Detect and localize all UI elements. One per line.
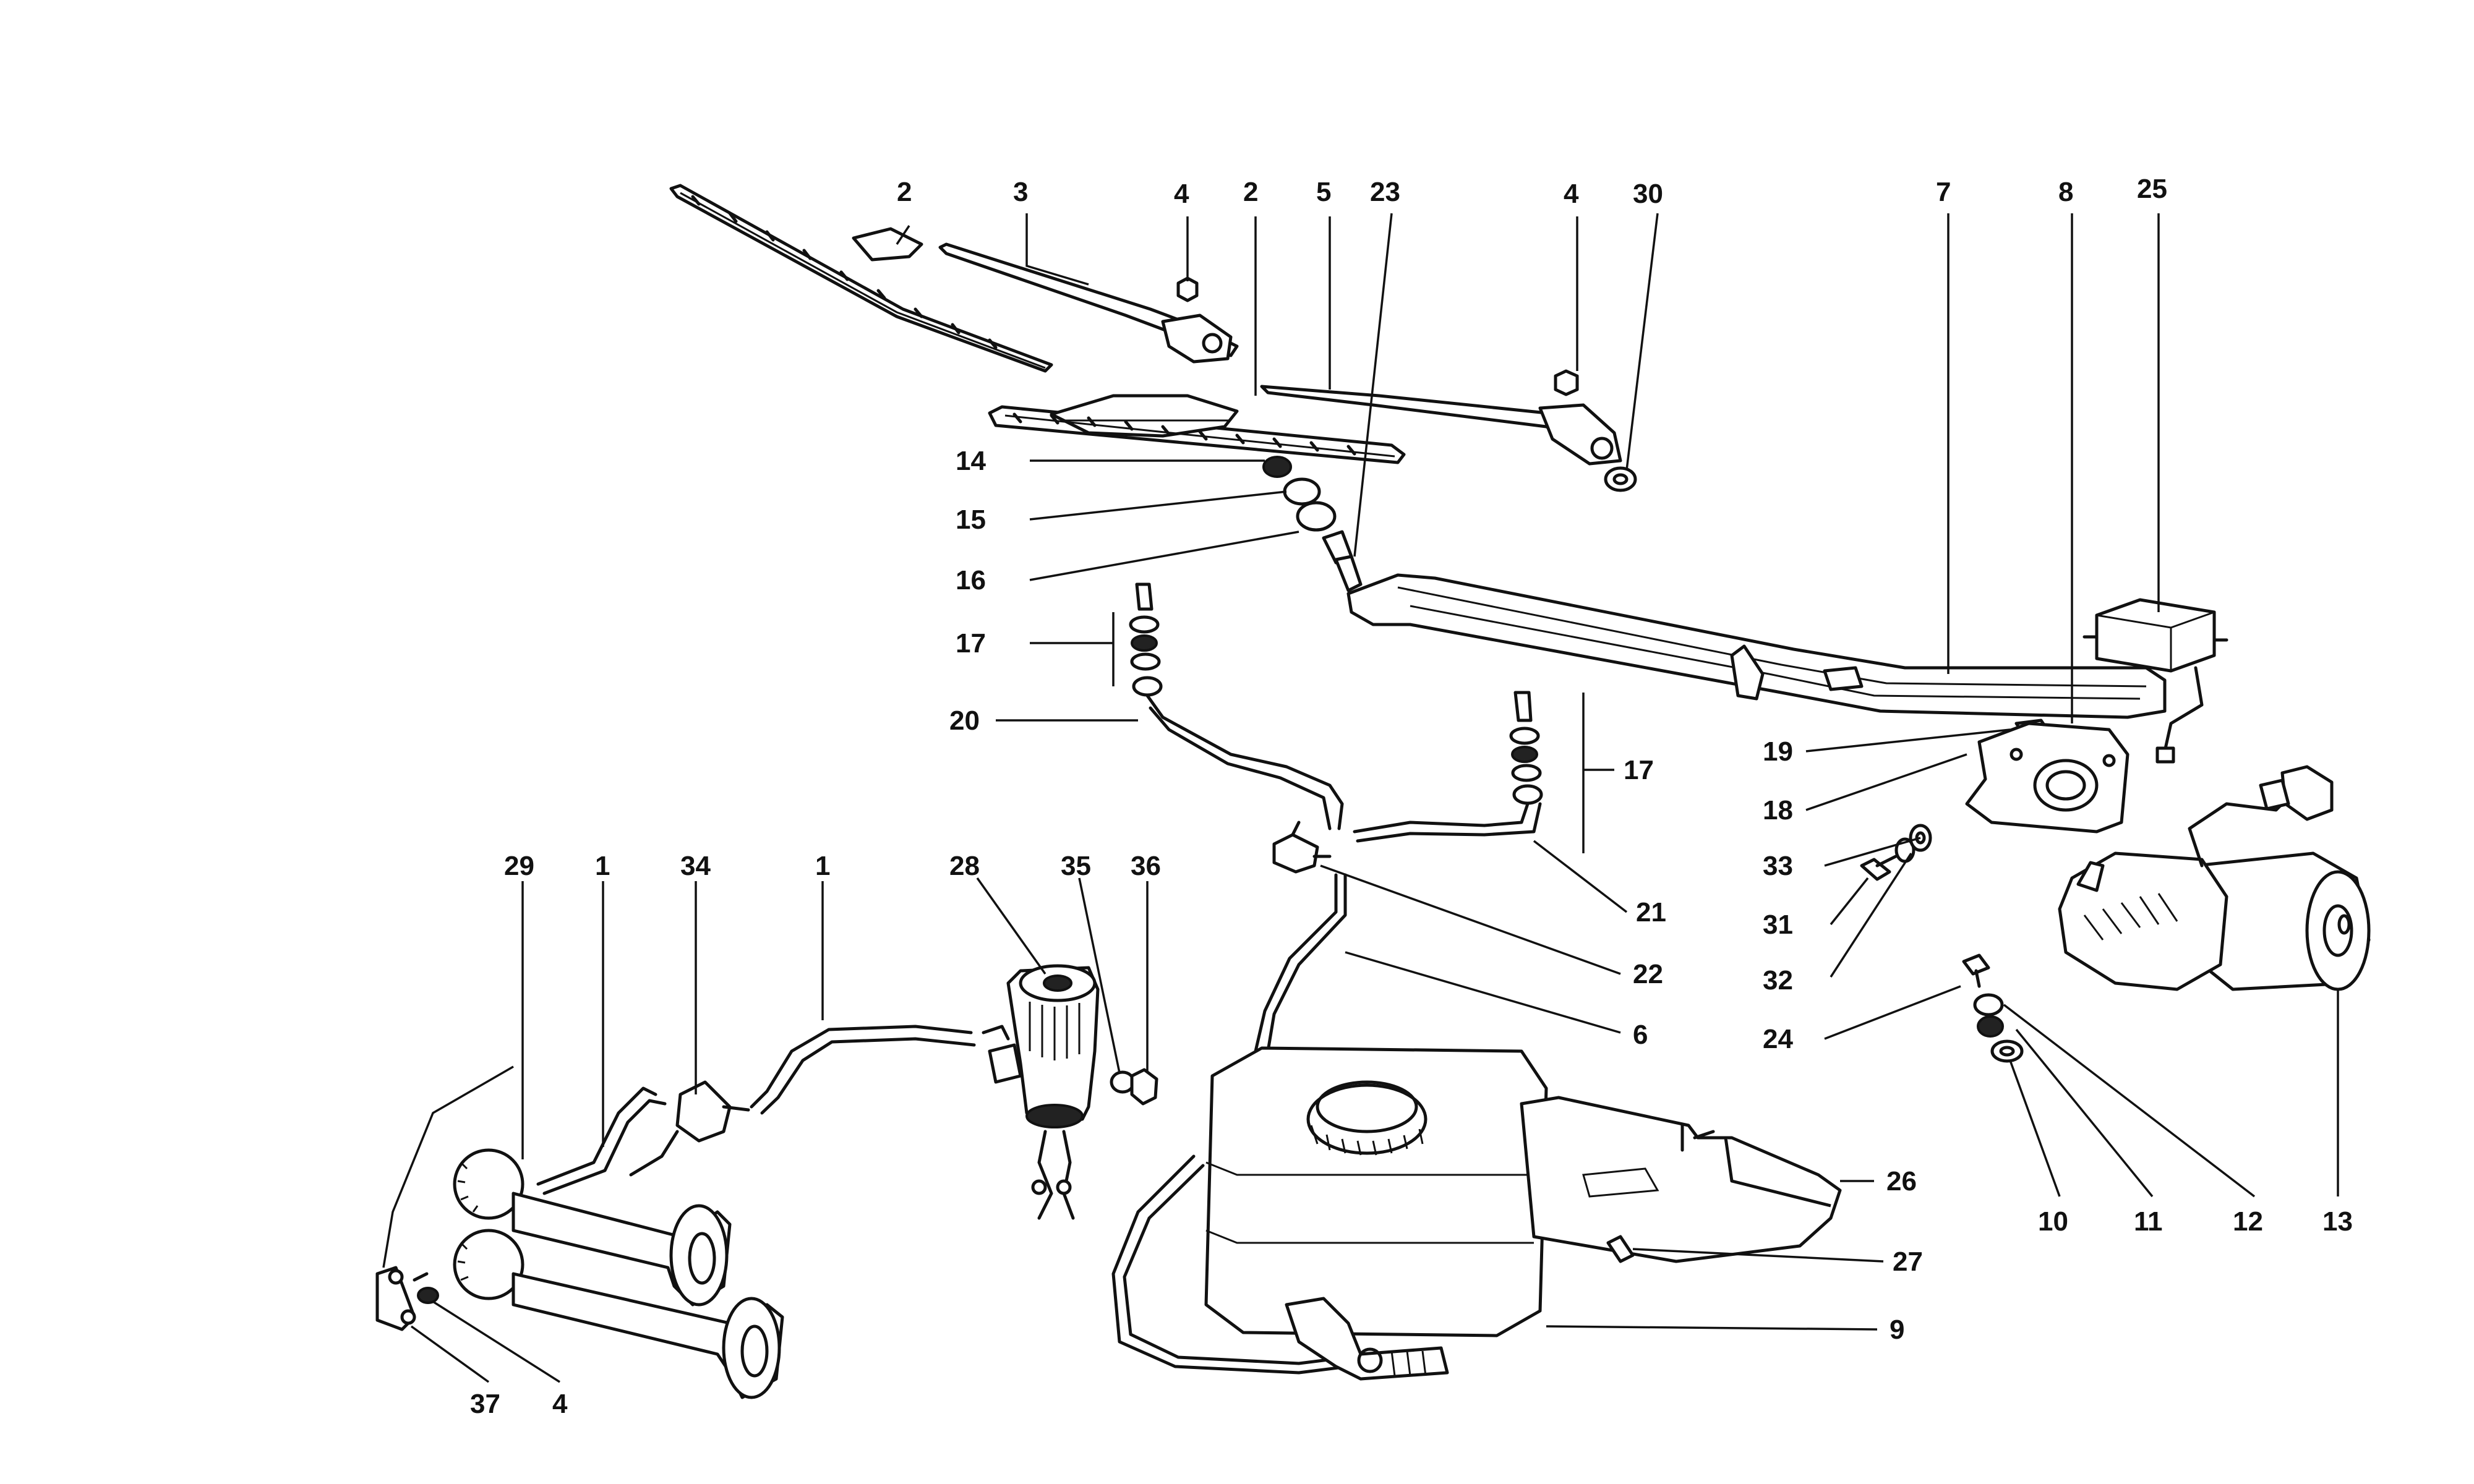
nut-upper-left <box>1176 276 1199 302</box>
callout-26: 26 <box>1886 1166 1917 1196</box>
callout-19: 19 <box>1763 736 1793 767</box>
callout-35: 35 <box>1061 851 1091 881</box>
callout-36: 36 <box>1131 851 1161 881</box>
washer-pump <box>1285 1297 1449 1381</box>
wiper-linkage <box>1346 573 2167 744</box>
reservoir-bracket <box>1520 1096 1842 1263</box>
callout-9: 9 <box>1890 1315 1904 1345</box>
callout-18: 18 <box>1763 795 1793 825</box>
horn-lower <box>453 1229 784 1399</box>
callout-14: 14 <box>956 446 986 476</box>
callout-25: 25 <box>2137 174 2167 204</box>
callout-28: 28 <box>949 851 980 881</box>
horn-bracket-37 <box>375 1266 439 1331</box>
callout-13: 13 <box>2322 1206 2353 1237</box>
callout-5: 5 <box>1316 177 1331 207</box>
horn-hose-1 <box>750 1025 976 1115</box>
wiper-arm-left <box>938 242 1239 364</box>
hose-20 <box>1145 694 1344 830</box>
hose-6 <box>1111 873 1350 1375</box>
callout-8: 8 <box>2058 177 2073 207</box>
callout-31: 31 <box>1763 910 1793 940</box>
callout-15: 15 <box>956 505 986 535</box>
motor-mount-bracket <box>1965 722 2129 834</box>
callout-10: 10 <box>2038 1206 2068 1237</box>
callout-1-left: 1 <box>595 851 610 881</box>
hose-21 <box>1353 802 1542 843</box>
callout-11: 11 <box>2134 1206 2163 1237</box>
callout-22: 22 <box>1633 959 1663 989</box>
callout-2-upper: 2 <box>897 177 912 207</box>
mount-hardware <box>1962 953 2024 1063</box>
callout-34: 34 <box>680 851 711 881</box>
callout-7: 7 <box>1936 177 1951 207</box>
callout-4-right: 4 <box>1564 179 1579 209</box>
bolt-31 <box>1860 855 1898 881</box>
wiper-arm-right <box>1260 385 1622 466</box>
horn-hose-1-branch <box>536 1086 679 1195</box>
callout-27: 27 <box>1893 1247 1923 1277</box>
callout-6: 6 <box>1633 1020 1648 1050</box>
washer-nozzle-right <box>1509 691 1543 805</box>
callout-37: 37 <box>470 1389 500 1419</box>
callout-20: 20 <box>949 706 980 736</box>
callout-32: 32 <box>1763 965 1793 996</box>
callout-3: 3 <box>1013 177 1028 207</box>
callout-29: 29 <box>504 851 534 881</box>
t-connector-34 <box>675 1080 750 1143</box>
callout-23: 23 <box>1370 177 1400 207</box>
callout-21: 21 <box>1636 897 1666 927</box>
callout-24: 24 <box>1763 1024 1793 1054</box>
callout-30: 30 <box>1633 179 1663 209</box>
callout-1-right: 1 <box>815 851 830 881</box>
washer-30 <box>1604 466 1637 492</box>
nut-36 <box>1130 1068 1158 1106</box>
horn-upper <box>453 1148 732 1307</box>
washer-reservoir <box>1204 1046 1548 1337</box>
leader-lines <box>382 213 2339 1383</box>
callout-17-right: 17 <box>1624 755 1654 785</box>
wiper-blade-lower <box>988 394 1406 464</box>
relay-box <box>2082 598 2228 764</box>
callout-labels: 2 3 4 2 5 23 4 30 7 8 25 14 15 16 17 20 … <box>470 174 2353 1419</box>
callout-33: 33 <box>1763 851 1793 881</box>
callout-4-left: 4 <box>1174 179 1189 209</box>
callout-4-horn: 4 <box>552 1389 568 1419</box>
callout-2-lower: 2 <box>1243 177 1258 207</box>
nut-upper-right <box>1554 369 1579 396</box>
spindle-stack <box>1262 456 1363 592</box>
callout-16: 16 <box>956 565 986 595</box>
t-connector-22 <box>1272 821 1332 874</box>
callout-12: 12 <box>2233 1206 2263 1237</box>
wiper-blade-upper <box>669 184 1053 373</box>
horn-compressor <box>982 964 1100 1220</box>
washer-nozzle-left <box>1129 582 1163 697</box>
callout-17-left: 17 <box>956 628 986 659</box>
